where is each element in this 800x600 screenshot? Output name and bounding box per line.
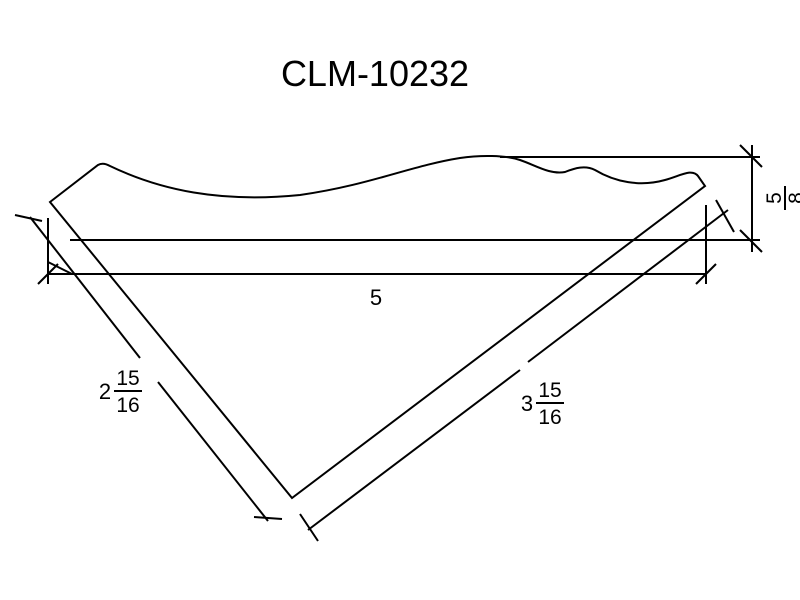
left-face-dim-line-lower (157, 381, 269, 522)
thickness-denominator: 8 (785, 192, 800, 204)
width-tick-left (37, 263, 59, 285)
width-tick-right (695, 263, 717, 285)
right-face-denominator: 16 (538, 406, 561, 429)
right-face-dim-line-lower (307, 369, 521, 531)
left-face-denominator: 16 (116, 394, 139, 417)
left-face-dim-line-upper (29, 216, 141, 359)
right-face-tick-bottom (299, 513, 319, 542)
left-face-tick-bottom (253, 516, 283, 520)
right-face-tick-top (715, 199, 735, 233)
thickness-numerator: 5 (763, 192, 786, 204)
thickness-dimension-label: 5 8 (763, 186, 800, 210)
right-face-whole: 3 (521, 391, 533, 416)
left-face-numerator: 15 (116, 367, 139, 390)
molding-profile-outline (48, 154, 707, 500)
left-face-whole: 2 (99, 379, 111, 404)
left-face-dimension-label: 2 15 16 (99, 367, 142, 417)
width-dim-leader (47, 261, 73, 275)
part-number-title: CLM-10232 (281, 53, 469, 94)
thickness-tick-top (739, 144, 763, 168)
thickness-tick-bottom (739, 229, 763, 253)
width-dimension-label: 5 (370, 285, 382, 310)
right-face-numerator: 15 (538, 379, 561, 402)
right-face-dimension-label: 3 15 16 (521, 379, 564, 429)
right-face-dim-line-upper (527, 209, 729, 363)
left-face-tick-top (14, 214, 43, 222)
